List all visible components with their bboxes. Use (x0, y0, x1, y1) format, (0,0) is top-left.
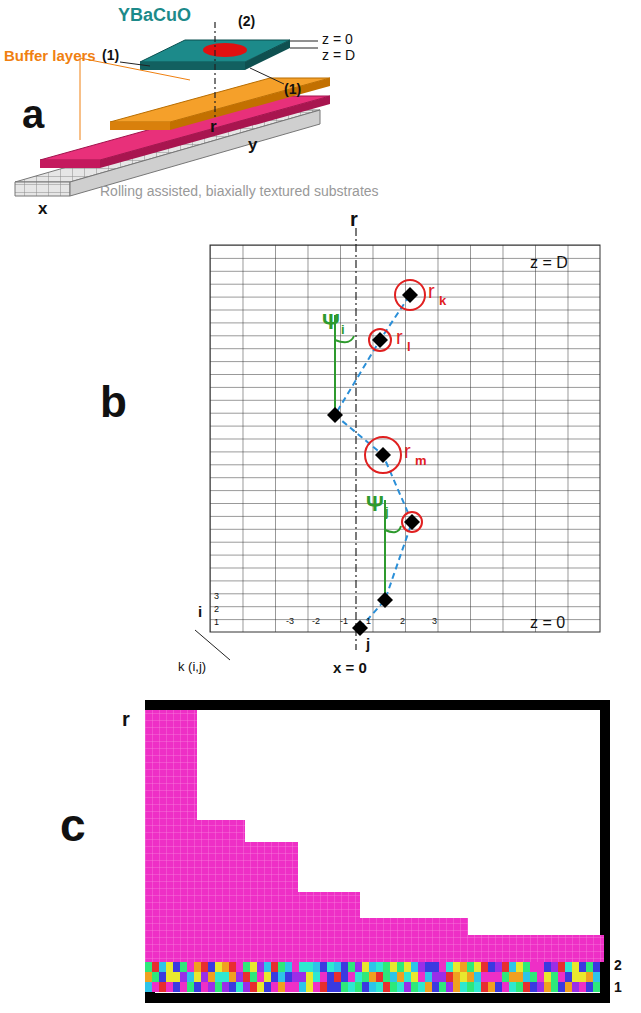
label: i (341, 323, 345, 337)
label: (2) (238, 14, 255, 29)
leader-line (195, 630, 230, 660)
label: l (407, 340, 411, 354)
label: -2 (312, 617, 320, 627)
angle-marks (335, 315, 401, 600)
label: 3 (214, 592, 219, 602)
label: z = 0 (530, 614, 565, 632)
label: m (415, 454, 427, 468)
label: 2 (214, 605, 219, 615)
ybacuo-layer (80, 22, 318, 140)
label: (1) (284, 82, 301, 97)
label: k (439, 294, 446, 308)
label: 1 (614, 980, 622, 995)
path-line (335, 295, 412, 628)
label: (1) (102, 48, 119, 63)
label: r (404, 440, 411, 462)
label: 2 (614, 958, 622, 973)
label: z = D (530, 254, 568, 272)
label: Buffer layers (4, 48, 96, 65)
label: Ψ (322, 310, 340, 334)
label: r (210, 118, 217, 137)
histogram (145, 710, 604, 962)
label: r (428, 280, 435, 302)
label: 1 (366, 617, 371, 627)
label: 2 (400, 617, 405, 627)
label: Rolling assisted, biaxially textured sub… (100, 184, 400, 199)
label: j (385, 505, 389, 519)
label: z = 0 (322, 32, 353, 47)
label: a (22, 92, 44, 136)
label: r (122, 708, 130, 730)
label: YBaCuO (118, 6, 191, 26)
label: -3 (286, 617, 294, 627)
label: 3 (432, 617, 437, 627)
circles (365, 280, 425, 532)
label: x (38, 200, 47, 219)
label: Ψ (366, 492, 384, 516)
buffer-layers (40, 78, 330, 168)
label: r (396, 326, 403, 348)
diamonds (327, 287, 420, 636)
label: k (i,j) (178, 660, 206, 674)
label: z = D (322, 48, 355, 63)
label: i (198, 604, 202, 621)
label: 1 (214, 618, 219, 628)
label: c (60, 800, 86, 851)
label: y (248, 136, 257, 155)
label: r (350, 208, 358, 230)
label: x = 0 (333, 660, 367, 677)
label: b (100, 378, 127, 426)
label: -1 (340, 617, 348, 627)
mesh-grid (210, 245, 600, 632)
color-cells (145, 962, 600, 992)
label: j (366, 636, 370, 653)
axis-line (355, 228, 356, 650)
